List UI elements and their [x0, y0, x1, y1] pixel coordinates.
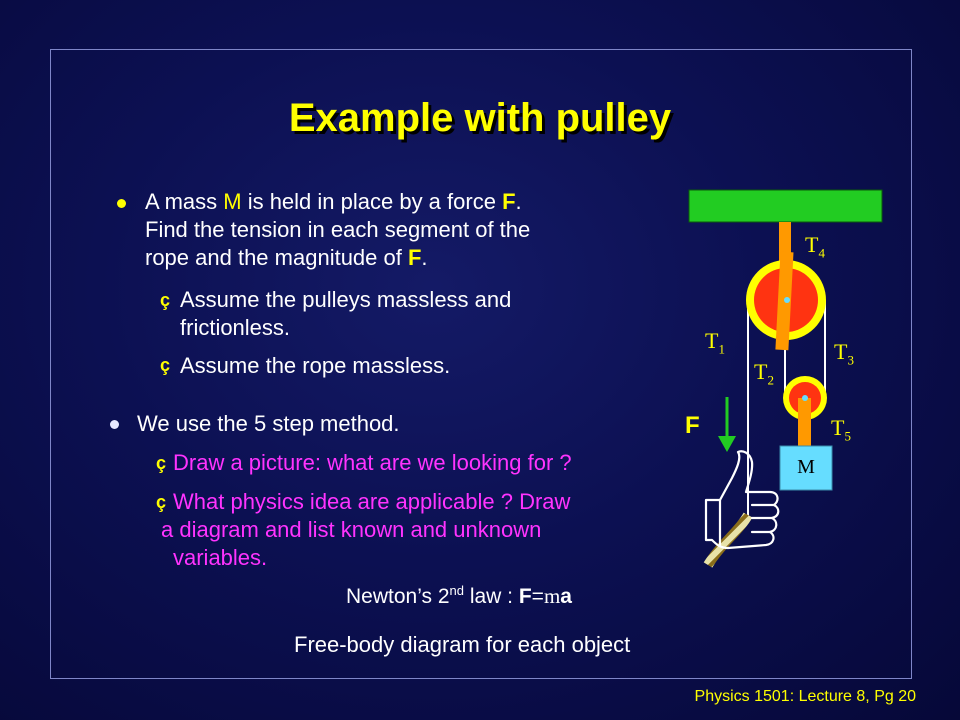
pull-rope: [703, 512, 753, 568]
slide-footer: Physics 1501: Lecture 8, Pg 20: [694, 688, 916, 705]
sub-bullet-marker: ç: [156, 453, 167, 473]
tension-label-t1: T1: [705, 328, 725, 357]
tension-label-t5: T5: [831, 415, 851, 444]
slide-title: Example with pulley: [288, 96, 672, 140]
sub-bullet-2: Assume the rope massless.: [180, 353, 451, 378]
force-arrow-head: [718, 436, 736, 452]
lower-pulley-center: [802, 395, 808, 401]
bullet-dot: [117, 199, 126, 208]
bullet-dot: [110, 420, 119, 429]
bullet-1-line-3: rope and the magnitude of F.: [145, 245, 428, 270]
bullet-1-line-1: A mass M is held in place by a force F.: [145, 189, 522, 214]
slide-frame: [50, 49, 912, 679]
tension-label-t2: T2: [754, 359, 774, 388]
bullet-1-text: A mass M is held in place by a force F. …: [145, 188, 665, 272]
sub-bullet-marker: ç: [156, 492, 167, 512]
sub-bullet-1: Assume the pulleys massless and friction…: [180, 287, 512, 340]
step-2-text: What physics idea are applicable ? Draw …: [161, 489, 571, 570]
lower-pulley-hanger: [798, 398, 811, 446]
step-1-text: Draw a picture: what are we looking for …: [173, 450, 572, 475]
upper-pulley-center: [784, 297, 790, 303]
mass-block: [779, 445, 833, 491]
sub-bullet-marker: ç: [160, 290, 171, 310]
tension-label-t3: T3: [834, 339, 854, 368]
bullet-2-text: We use the 5 step method.: [137, 411, 400, 436]
sub-bullet-marker: ç: [160, 355, 171, 375]
tension-label-t4: T4: [805, 232, 825, 261]
hand-icon: [704, 450, 780, 550]
newton-law-text: Newton’s 2nd law : F=ma: [346, 583, 572, 608]
ceiling-bar: [688, 189, 883, 223]
free-body-text: Free-body diagram for each object: [294, 632, 631, 657]
force-label: F: [685, 412, 700, 439]
mass-label: M: [797, 456, 815, 478]
bullet-1-line-2: Find the tension in each segment of the: [145, 217, 531, 242]
